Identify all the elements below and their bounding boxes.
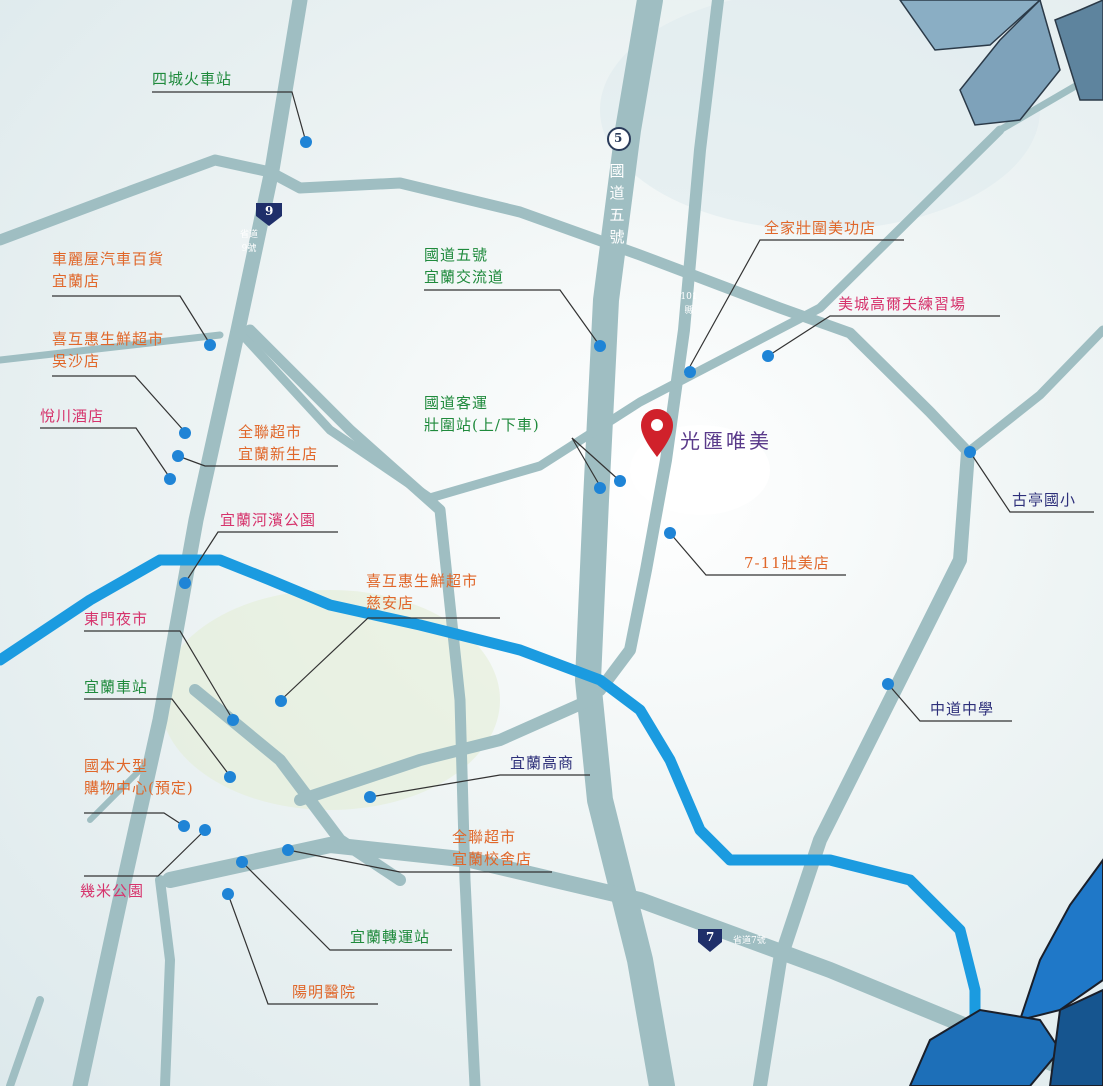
label-car-store-line2: 宜蘭店	[52, 272, 101, 290]
dot-guoben-mall	[178, 820, 190, 832]
label-yangming-hospital[interactable]: 陽明醫院	[292, 983, 357, 1001]
dot-bus-station-b	[614, 475, 626, 487]
butterfly-top-right-icon	[899, 0, 1103, 126]
dot-car-store	[204, 339, 216, 351]
dot-sicheng-station	[300, 136, 312, 148]
dot-bus-station-a	[594, 482, 606, 494]
dot-pxmart-xinsheng	[172, 450, 184, 462]
road-101-name: 101縣	[680, 292, 698, 316]
highway-5-name: 國道五號	[609, 162, 625, 246]
label-guoben-mall[interactable]: 國本大型 購物中心(預定)	[84, 755, 194, 799]
label-pxmart-xinsheng-line2: 宜蘭新生店	[238, 445, 319, 463]
label-zhongdao-school[interactable]: 中道中學	[930, 700, 995, 718]
label-bus-station-line2: 壯圍站(上/下車)	[424, 416, 540, 434]
dot-yuechuan-hotel	[164, 473, 176, 485]
road-7-shield-number: 7	[706, 930, 715, 944]
shield-icon-road-7	[698, 929, 722, 952]
dot-yangming-hospital	[222, 888, 234, 900]
label-guoben-mall-line1: 國本大型	[84, 757, 149, 775]
dot-interchange	[594, 340, 606, 352]
location-dots	[164, 136, 976, 900]
dot-golf	[762, 350, 774, 362]
label-pxmart-xiaoshe-line2: 宜蘭校舍店	[452, 850, 533, 868]
label-hujian-cian[interactable]: 喜互惠生鮮超市 慈安店	[366, 570, 478, 614]
national-highway-5	[575, 0, 675, 1086]
label-sicheng-station[interactable]: 四城火車站	[152, 70, 233, 88]
leader-lines	[40, 91, 1094, 1005]
label-hujian-cian-line2: 慈安店	[366, 594, 415, 612]
dot-guting-school	[964, 446, 976, 458]
label-guoben-mall-line2: 購物中心(預定)	[84, 779, 194, 797]
label-hujian-cian-line1: 喜互惠生鮮超市	[366, 572, 479, 590]
dot-hujian-wusha	[179, 427, 191, 439]
road-7-name: 省道7號	[733, 936, 766, 946]
page-title: 光匯唯美	[680, 429, 772, 453]
shield-icon-road-9	[256, 203, 282, 226]
shield-icon-highway-5	[607, 127, 631, 151]
label-seven-eleven[interactable]: 7-11壯美店	[744, 554, 830, 572]
label-hujian-wusha[interactable]: 喜互惠生鮮超市 吳沙店	[52, 328, 164, 372]
dot-dongmen-market	[227, 714, 239, 726]
dot-jimi-park	[199, 824, 211, 836]
label-pxmart-xiaoshe-line1: 全聯超市	[452, 828, 517, 846]
dot-pxmart-xiaoshe	[282, 844, 294, 856]
label-interchange[interactable]: 國道五號 宜蘭交流道	[424, 244, 504, 288]
label-transfer-station[interactable]: 宜蘭轉運站	[350, 928, 431, 946]
dot-familymart	[684, 366, 696, 378]
label-hujian-wusha-line2: 吳沙店	[52, 352, 101, 370]
butterfly-bottom-right-icon	[908, 858, 1103, 1086]
location-pin-icon	[641, 409, 673, 457]
label-yilan-station[interactable]: 宜蘭車站	[84, 678, 149, 696]
road-9-name: 省道9號	[239, 230, 258, 254]
label-familymart[interactable]: 全家壯圍美功店	[764, 219, 877, 237]
label-interchange-line1: 國道五號	[424, 246, 489, 264]
dot-yilan-station	[224, 771, 236, 783]
dot-zhongdao-school	[882, 678, 894, 690]
label-car-store[interactable]: 車麗屋汽車百貨 宜蘭店	[52, 248, 164, 292]
label-golf[interactable]: 美城高爾夫練習場	[838, 295, 967, 313]
label-hujian-wusha-line1: 喜互惠生鮮超市	[52, 330, 165, 348]
dot-transfer-station	[236, 856, 248, 868]
yilan-river	[0, 554, 981, 1086]
label-dongmen-market[interactable]: 東門夜市	[84, 610, 149, 628]
label-pxmart-xiaoshe[interactable]: 全聯超市 宜蘭校舍店	[452, 826, 532, 870]
label-yuechuan-hotel[interactable]: 悅川酒店	[40, 407, 105, 425]
dot-riverside-park	[179, 577, 191, 589]
label-bus-station-line1: 國道客運	[424, 394, 489, 412]
label-guting-school[interactable]: 古亭國小	[1012, 491, 1077, 509]
label-interchange-line2: 宜蘭交流道	[424, 268, 505, 286]
label-bus-station[interactable]: 國道客運 壯圍站(上/下車)	[424, 392, 540, 436]
dot-hujian-cian	[275, 695, 287, 707]
highway-5-shield-number: 5	[614, 131, 623, 145]
road-9-shield-number: 9	[265, 204, 274, 218]
label-car-store-line1: 車麗屋汽車百貨	[52, 250, 165, 268]
label-jimi-park[interactable]: 幾米公園	[80, 882, 145, 900]
provincial-road-9	[72, 0, 308, 1086]
dot-seven-eleven	[664, 527, 676, 539]
county-road-101	[594, 0, 724, 696]
label-yilan-commercial[interactable]: 宜蘭高商	[510, 754, 575, 772]
label-riverside-park[interactable]: 宜蘭河濱公園	[220, 511, 317, 529]
label-pxmart-xinsheng-line1: 全聯超市	[238, 423, 303, 441]
dot-yilan-commercial	[364, 791, 376, 803]
label-pxmart-xinsheng[interactable]: 全聯超市 宜蘭新生店	[238, 421, 318, 465]
